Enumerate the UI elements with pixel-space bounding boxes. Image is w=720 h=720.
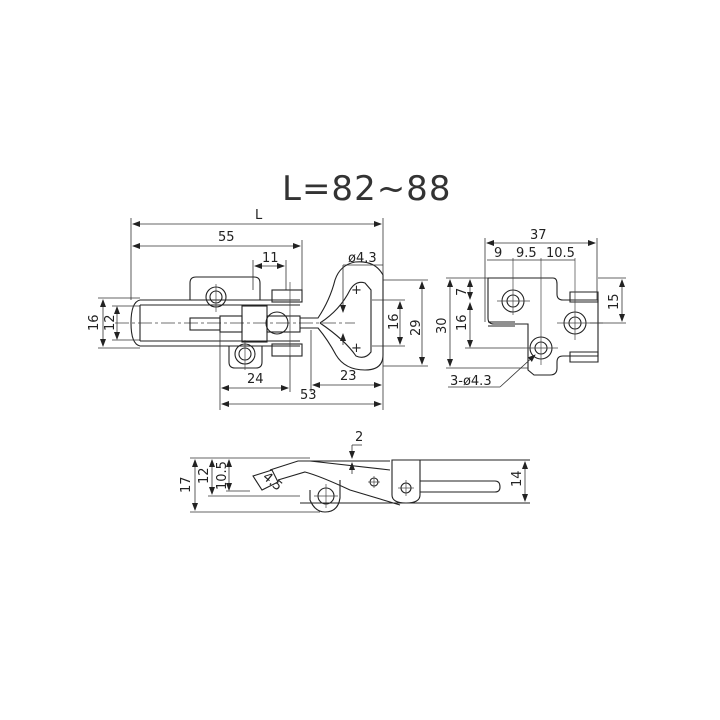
- dim-height-30: 30: [435, 317, 450, 334]
- dim-width-23: 23: [340, 369, 357, 384]
- dim-spacing-9-5: 9.5: [516, 246, 537, 261]
- dim-height-16-base: 16: [455, 314, 470, 331]
- dim-width-11: 11: [262, 251, 279, 266]
- dim-height-12-left: 12: [103, 314, 118, 331]
- dim-hole-diameter: ø4.3: [348, 251, 377, 266]
- dim-length-55: 55: [218, 230, 235, 245]
- dim-height-10-5: 10.5: [215, 461, 230, 490]
- dim-holes-note: 3-ø4.3: [450, 374, 492, 389]
- dim-height-12-front: 12: [197, 467, 212, 484]
- dim-overall-length: L: [255, 208, 263, 223]
- hole-lower-mark: +: [351, 341, 362, 356]
- dim-offset-7: 7: [455, 288, 470, 296]
- length-range-title: L=82~88: [282, 169, 451, 209]
- dim-width-24: 24: [247, 372, 264, 387]
- dim-height-15: 15: [607, 293, 622, 310]
- dim-height-14: 14: [510, 470, 525, 487]
- dim-width-53: 53: [300, 388, 317, 403]
- dim-spacing-10-5: 10.5: [546, 246, 575, 261]
- dim-thickness-2: 2: [355, 430, 363, 445]
- dim-height-17: 17: [179, 476, 194, 493]
- dim-height-16-left: 16: [87, 314, 102, 331]
- dim-width-37: 37: [530, 228, 547, 243]
- dim-spacing-9: 9: [494, 246, 502, 261]
- dim-height-29: 29: [409, 319, 424, 336]
- dim-hole-spacing-16: 16: [387, 313, 402, 330]
- hole-upper-mark: +: [351, 283, 362, 298]
- top-view: L 55 11 +: [87, 208, 428, 410]
- front-view: 17 12 10.5 4.5 2 14: [179, 430, 530, 513]
- base-plate-view: 37 9 9.5 10.5 30 7 16 15 3-ø4.3: [435, 228, 626, 389]
